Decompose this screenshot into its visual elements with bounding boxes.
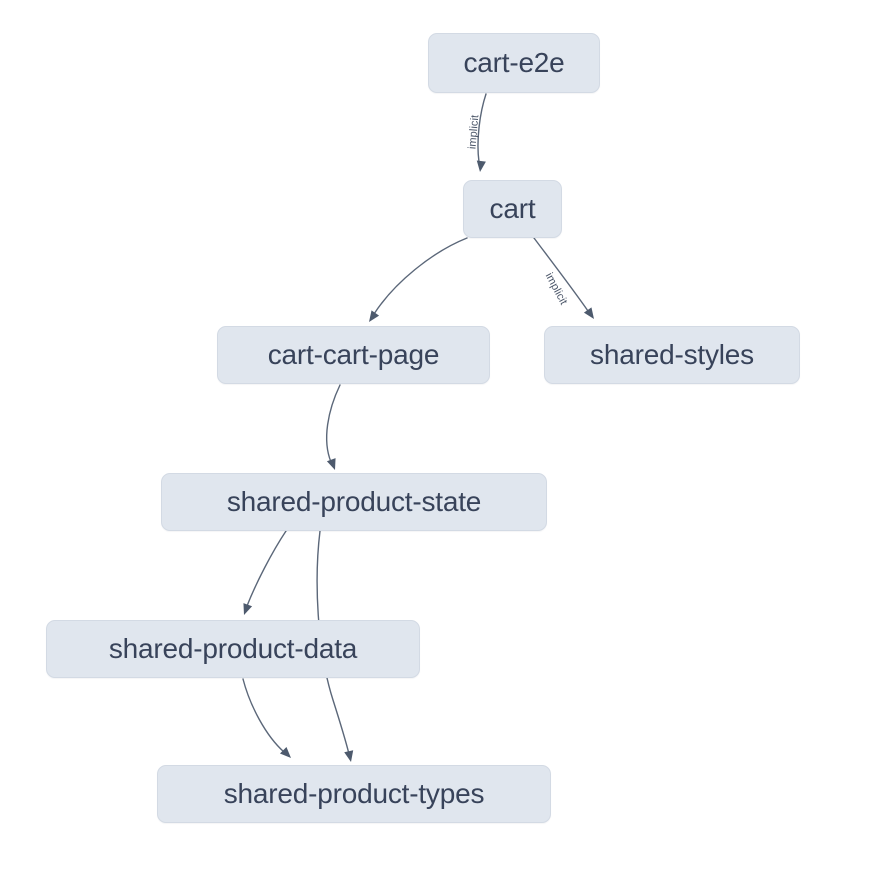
edge-label: implicit xyxy=(543,271,570,307)
graph-node-cart-e2e[interactable]: cart-e2e xyxy=(428,33,600,93)
edge-label: implicit xyxy=(466,114,481,149)
graph-node-shared-styles[interactable]: shared-styles xyxy=(544,326,800,384)
edge-shared-product-state-to-shared-product-data xyxy=(243,530,287,615)
graph-node-label: cart-e2e xyxy=(463,47,565,78)
graph-node-label: shared-styles xyxy=(590,339,754,370)
edge-line xyxy=(242,678,285,753)
graph-node-shared-product-types[interactable]: shared-product-types xyxy=(157,765,551,823)
graph-node-cart-cart-page[interactable]: cart-cart-page xyxy=(217,326,490,384)
edge-shared-product-data-to-shared-product-types xyxy=(242,678,291,758)
arrowhead-icon xyxy=(344,750,354,762)
arrowhead-icon xyxy=(243,603,253,615)
arrowhead-icon xyxy=(476,160,486,172)
graph-node-shared-product-state[interactable]: shared-product-state xyxy=(161,473,547,531)
edge-cart-to-shared-styles: implicit xyxy=(533,237,594,319)
arrowhead-icon xyxy=(369,310,380,322)
edge-cart-e2e-to-cart: implicit xyxy=(466,93,487,172)
arrowhead-icon xyxy=(583,307,594,319)
graph-node-label: shared-product-data xyxy=(108,633,358,664)
graph-node-label: shared-product-state xyxy=(226,486,482,517)
edge-line xyxy=(246,530,287,607)
graph-node-cart[interactable]: cart xyxy=(463,180,562,238)
edge-cart-cart-page-to-shared-product-state xyxy=(326,384,341,470)
graph-node-label: cart xyxy=(489,193,536,224)
edge-line xyxy=(533,237,589,312)
edge-line xyxy=(326,384,341,463)
graph-node-label: cart-cart-page xyxy=(267,339,440,370)
graph-node-label: shared-product-types xyxy=(223,778,485,809)
graph-node-shared-product-data[interactable]: shared-product-data xyxy=(46,620,420,678)
arrowhead-icon xyxy=(279,746,291,758)
arrowhead-icon xyxy=(326,458,336,470)
edge-line xyxy=(373,237,468,315)
edge-line xyxy=(477,93,487,163)
edge-cart-to-cart-cart-page xyxy=(369,237,468,322)
